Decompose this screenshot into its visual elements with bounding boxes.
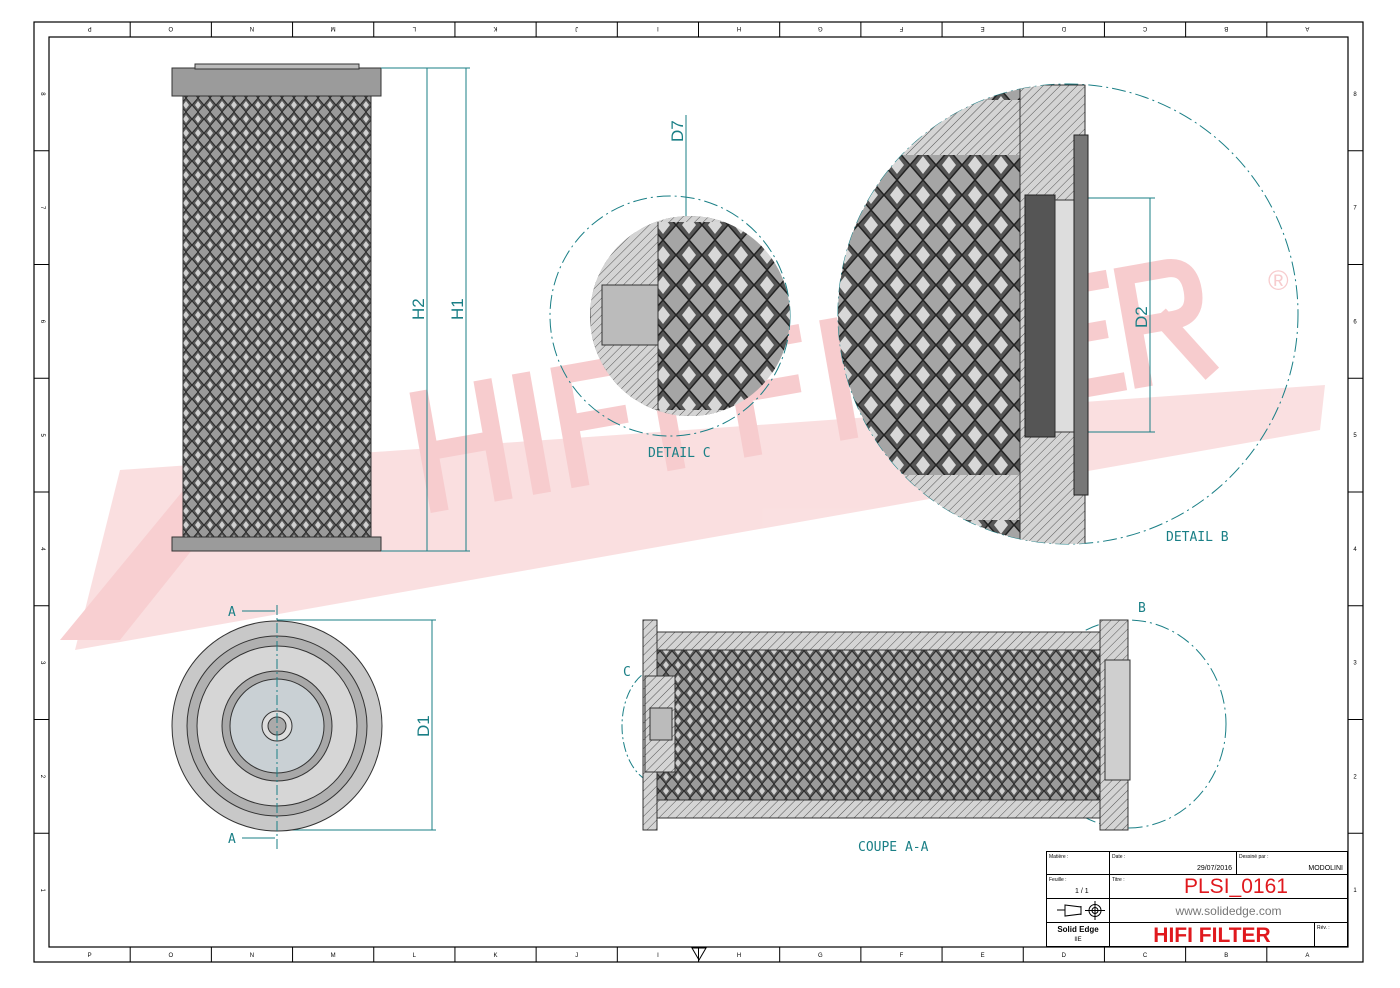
date-cell: Date : 29/07/2016 [1109, 851, 1237, 875]
section-mark-top: A [228, 605, 236, 620]
projection-cell [1046, 898, 1110, 923]
row-label: 4 [39, 547, 45, 551]
column-label: F [900, 953, 904, 959]
drawing-title: PLSI_0161 [1184, 875, 1288, 898]
detail-c-view [549, 195, 791, 437]
row-label: 2 [39, 775, 45, 779]
column-label-top: F [899, 25, 903, 31]
sheet-label: Feuille : [1049, 877, 1067, 883]
column-label: C [1143, 953, 1148, 959]
company-name: HIFI FILTER [1153, 924, 1271, 947]
software-name: Solid Edge [1057, 925, 1099, 934]
drawn-by-cell: Dessiné par : MODOLINI [1236, 851, 1348, 875]
column-label: N [250, 953, 254, 959]
software-sub: IIE [1074, 937, 1082, 943]
title-cell: Titre : PLSI_0161 [1109, 874, 1348, 899]
dim-d7: D7 [668, 120, 687, 142]
title-label: Titre : [1112, 877, 1125, 883]
dim-h2: H2 [409, 298, 428, 320]
column-label-top: H [737, 25, 741, 31]
row-label-right: 4 [1353, 547, 1357, 553]
center-mark-icon [691, 947, 707, 961]
column-label: B [1224, 953, 1228, 959]
material-label: Matière : [1049, 854, 1069, 860]
dim-d1: D1 [414, 715, 433, 737]
row-label: 7 [39, 206, 45, 210]
row-label: 8 [39, 92, 45, 96]
column-label-top: A [1305, 25, 1309, 31]
row-label-right: 5 [1353, 433, 1357, 439]
row-label: 6 [39, 320, 45, 324]
drawn-by-label: Dessiné par : [1239, 854, 1269, 860]
sheet-value: 1 / 1 [1075, 888, 1089, 895]
end-view [171, 605, 383, 850]
row-label-right: 3 [1353, 661, 1357, 667]
column-label-top: O [168, 25, 173, 31]
column-label: P [88, 953, 92, 959]
column-label-top: E [981, 25, 985, 31]
column-label: E [981, 953, 985, 959]
drawn-by-value: MODOLINI [1308, 865, 1343, 872]
front-view [171, 63, 382, 552]
row-label-right: 1 [1353, 888, 1357, 894]
date-value: 29/07/2016 [1196, 865, 1232, 872]
row-label: 3 [39, 661, 45, 665]
dim-h1: H1 [448, 298, 467, 320]
column-label: D [1062, 953, 1067, 959]
section-mark-bottom: A [228, 832, 236, 847]
rev-cell: Rév. : [1314, 922, 1348, 947]
column-label-top: N [250, 25, 254, 31]
column-label-top: L [412, 25, 416, 31]
row-label: 5 [39, 433, 45, 437]
column-label-top: P [88, 25, 92, 31]
dim-d2: D2 [1132, 306, 1151, 328]
company-cell: HIFI FILTER [1109, 922, 1315, 947]
column-label: A [1305, 953, 1309, 959]
column-label: O [168, 953, 173, 959]
column-label-top: K [494, 25, 498, 31]
column-label: J [575, 953, 578, 959]
detail-b-view [837, 83, 1299, 545]
registered-mark: ® [1268, 265, 1289, 296]
callout-c: C [623, 665, 631, 680]
callout-b: B [1138, 601, 1146, 616]
row-label-right: 7 [1353, 206, 1357, 212]
column-label: K [494, 953, 498, 959]
column-label-top: C [1142, 25, 1147, 31]
column-label: I [657, 953, 659, 959]
material-cell: Matière : [1046, 851, 1110, 875]
column-label-top: B [1224, 25, 1228, 31]
column-label: H [737, 953, 741, 959]
column-label: M [331, 953, 336, 959]
section-view [621, 619, 1227, 831]
website: www.solidedge.com [1175, 904, 1282, 918]
column-label-top: M [331, 25, 336, 31]
rev-label: Rév. : [1317, 925, 1330, 931]
website-cell: www.solidedge.com [1109, 898, 1348, 923]
section-label: COUPE A-A [858, 840, 929, 855]
row-label: 1 [39, 888, 45, 892]
row-label-right: 6 [1353, 319, 1357, 325]
column-label: G [818, 953, 823, 959]
column-label-top: J [575, 25, 578, 31]
column-label-top: I [657, 25, 659, 31]
row-label-right: 2 [1353, 774, 1357, 780]
row-label-right: 8 [1353, 92, 1357, 98]
date-label: Date : [1112, 854, 1126, 860]
projection-symbol-icon [1057, 901, 1105, 920]
detail-b-label: DETAIL B [1166, 530, 1229, 545]
detail-c-label: DETAIL C [648, 446, 711, 461]
sheet-cell: Feuille : 1 / 1 [1046, 874, 1110, 899]
column-label-top: D [1061, 25, 1066, 31]
column-label: L [413, 953, 417, 959]
column-label-top: G [818, 25, 823, 31]
